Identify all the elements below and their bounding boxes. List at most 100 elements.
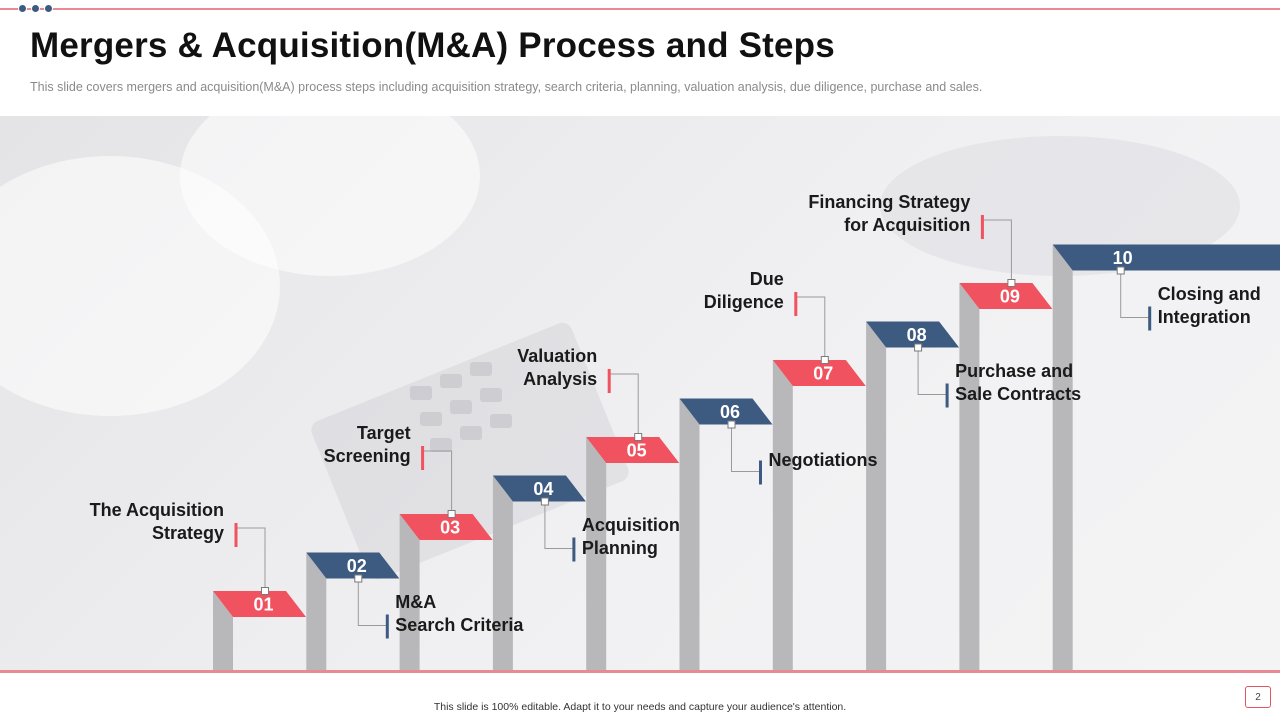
connector-node xyxy=(447,510,456,518)
step-label-line: Target xyxy=(356,423,411,443)
step-number-03: 03 xyxy=(440,518,460,538)
connector-node xyxy=(261,587,269,595)
connector-line xyxy=(731,424,761,472)
step-label-line: M&A xyxy=(395,591,437,612)
connector-line xyxy=(795,296,826,360)
step-riser xyxy=(679,398,700,670)
connector-line xyxy=(609,373,639,437)
step-label-line: Valuation xyxy=(517,346,598,366)
label-accent-bar xyxy=(945,383,949,408)
step-tread-05 xyxy=(586,437,680,463)
label-accent-bar xyxy=(794,292,798,316)
connector-node xyxy=(1116,266,1125,275)
label-accent-bar xyxy=(607,369,611,393)
connector-line xyxy=(982,219,1012,283)
step-riser xyxy=(492,475,513,670)
step-tread-07 xyxy=(772,360,866,386)
step-tread-01 xyxy=(213,591,306,617)
step-number-07: 07 xyxy=(813,364,833,384)
step-riser xyxy=(959,283,980,670)
connector-node xyxy=(1007,279,1016,287)
slide-title: Mergers & Acquisition(M&A) Process and S… xyxy=(30,26,835,65)
step-number-05: 05 xyxy=(627,441,647,461)
connector-node xyxy=(540,497,549,506)
bottom-rule xyxy=(0,670,1280,673)
step-label-line: The Acquisition xyxy=(89,500,224,520)
connector-line xyxy=(1120,270,1150,318)
label-accent-bar xyxy=(421,446,425,470)
step-number-10: 10 xyxy=(1113,248,1133,268)
step-riser xyxy=(213,591,233,670)
step-label-line: Due xyxy=(749,269,784,289)
step-label-line: Strategy xyxy=(151,523,224,543)
step-label-line: Diligence xyxy=(703,292,784,312)
step-label-line: Planning xyxy=(581,537,658,558)
step-number-02: 02 xyxy=(347,556,367,576)
label-accent-bar xyxy=(572,537,576,562)
step-label-line: Search Criteria xyxy=(395,614,524,635)
step-label-line: Purchase and xyxy=(955,360,1074,381)
connector-line xyxy=(236,527,266,591)
decor-dot xyxy=(44,4,53,13)
label-accent-bar xyxy=(385,614,389,639)
step-tread-08 xyxy=(866,321,960,348)
step-label-line: Sale Contracts xyxy=(955,383,1082,404)
step-number-06: 06 xyxy=(720,402,740,422)
step-number-09: 09 xyxy=(1000,287,1020,307)
step-riser xyxy=(866,321,887,670)
connector-node xyxy=(354,574,363,583)
step-tread-04 xyxy=(492,475,586,502)
step-label-line: Negotiations xyxy=(768,449,878,470)
decor-dots xyxy=(18,4,53,13)
connector-line xyxy=(544,501,574,549)
connector-line xyxy=(917,347,948,395)
step-label-line: Closing and xyxy=(1157,283,1261,304)
step-label-line: Financing Strategy xyxy=(808,192,971,212)
step-riser xyxy=(399,514,420,670)
step-tread-06 xyxy=(679,398,773,425)
label-accent-bar xyxy=(234,523,238,547)
step-label-line: for Acquisition xyxy=(844,215,971,235)
top-rule xyxy=(0,8,1280,10)
step-tread-02 xyxy=(306,552,400,579)
step-label-09: Financing Strategy for Acquisition xyxy=(808,191,970,237)
step-label-line: Screening xyxy=(323,446,411,466)
step-riser xyxy=(586,437,607,670)
connector-node xyxy=(634,433,643,441)
connector-line xyxy=(357,578,388,626)
connector-node xyxy=(820,356,829,364)
label-accent-bar xyxy=(759,460,762,485)
step-number-04: 04 xyxy=(533,479,553,499)
step-label-line: Integration xyxy=(1157,306,1251,327)
step-riser xyxy=(1052,244,1073,670)
page-number: 2 xyxy=(1245,686,1271,708)
decor-dot xyxy=(31,4,40,13)
slide-subtitle: This slide covers mergers and acquisitio… xyxy=(30,80,983,94)
step-label-line: Analysis xyxy=(523,369,598,389)
step-riser xyxy=(772,360,793,670)
footer-text: This slide is 100% editable. Adapt it to… xyxy=(433,701,847,713)
step-tread-03 xyxy=(399,514,493,540)
step-tread-09 xyxy=(959,283,1053,309)
step-label-line: Acquisition xyxy=(581,514,680,535)
step-tread-10 xyxy=(1052,244,1280,271)
connector-node xyxy=(914,343,923,352)
connector-line xyxy=(422,450,453,514)
label-accent-bar xyxy=(1148,306,1152,331)
step-number-08: 08 xyxy=(907,325,927,345)
step-number-01: 01 xyxy=(253,595,273,615)
step-riser xyxy=(306,552,327,670)
decor-dot xyxy=(18,4,27,13)
connector-node xyxy=(727,420,736,429)
step-label-06: Negotiations xyxy=(769,449,878,472)
label-accent-bar xyxy=(980,215,984,239)
